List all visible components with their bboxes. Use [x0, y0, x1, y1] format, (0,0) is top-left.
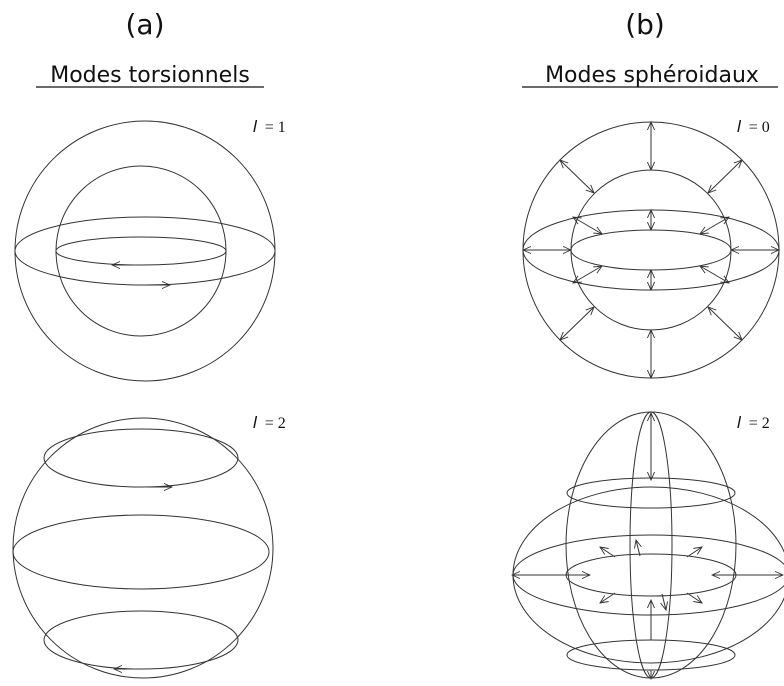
radial-arrow	[708, 160, 742, 193]
torsional-l1-inner-sphere	[56, 166, 226, 336]
torsional-l2-diagram: l = 2	[13, 413, 286, 678]
radial-arrow	[708, 307, 742, 340]
spheroidal-l0-diagram: l = 0	[523, 117, 779, 378]
torsional-l1-inner-equator	[56, 237, 226, 265]
torsional-l2-degree-label: l = 2	[253, 413, 286, 432]
spheroidal-l0-inner-sphere	[571, 170, 731, 330]
torsional-l1-outer-equator	[15, 217, 275, 285]
radial-arrow	[573, 266, 602, 283]
radial-arrow	[636, 540, 640, 556]
radial-arrow	[662, 594, 666, 610]
spheroidal-l0-inner-equator	[571, 230, 731, 270]
radial-arrow	[560, 160, 594, 193]
radial-arrow	[700, 266, 729, 283]
panel-a-label: (a)	[125, 8, 164, 41]
torsional-l2-equator	[13, 515, 269, 589]
radial-arrow	[560, 307, 594, 340]
spheroidal-l0-degree-label: l = 0	[737, 117, 770, 136]
spheroidal-l2-equator-inner	[566, 554, 736, 596]
torsional-l2-lower-latitude	[44, 611, 238, 669]
radial-arrow	[687, 593, 702, 603]
radial-arrow	[687, 547, 702, 557]
torsional-l1-outer-sphere	[15, 121, 275, 381]
torsional-l2-sphere	[13, 418, 273, 678]
panel-a-title: Modes torsionnels	[50, 63, 250, 88]
spheroidal-l2-diagram: l = 2	[512, 412, 784, 679]
panel-b-label: (b)	[625, 8, 665, 41]
spheroidal-l0-radial-arrows	[523, 122, 779, 378]
spheroidal-l2-arrows	[512, 413, 783, 679]
torsional-l1-degree-label: l = 1	[253, 117, 286, 136]
torsional-l1-diagram: l = 1	[15, 117, 286, 381]
panel-b-title: Modes sphéroidaux	[545, 63, 759, 88]
radial-arrow	[700, 217, 729, 234]
torsional-l2-upper-latitude	[44, 429, 238, 487]
spheroidal-l2-upper-ring	[567, 478, 735, 508]
radial-arrow	[600, 593, 615, 603]
radial-arrow	[573, 217, 602, 234]
radial-arrow	[600, 547, 615, 557]
spheroidal-l2-degree-label: l = 2	[737, 413, 770, 432]
